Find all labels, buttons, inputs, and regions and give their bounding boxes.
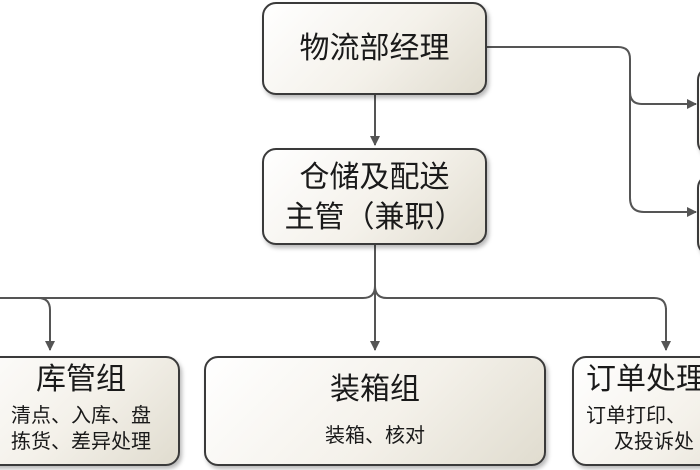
branch-bar	[0, 285, 667, 311]
node-duty-line1: 清点、入库、盘	[11, 403, 151, 427]
node-title-line1: 仓储及配送	[299, 160, 450, 195]
node-duty-line2: 及投诉处	[614, 429, 694, 453]
arrow-manager-to-right-bottom	[629, 92, 697, 217]
node-title: 订单处理	[586, 362, 700, 397]
node-duty-line1: 订单打印、	[586, 403, 686, 427]
arrow-to-warehouse	[37, 297, 55, 351]
node-packing-team: 装箱组 装箱、核对	[204, 356, 546, 466]
node-title-line2: 主管（兼职）	[284, 200, 465, 235]
node-warehouse-distribution-supervisor: 仓储及配送 主管（兼职）	[262, 148, 487, 245]
node-duty-line1: 装箱、核对	[325, 423, 425, 447]
node-warehouse-team: 库管组 清点、入库、盘 拣货、差异处理	[0, 356, 180, 466]
node-title: 物流部经理	[299, 31, 450, 66]
node-order-processing-team: 订单处理 订单打印、 及投诉处	[572, 356, 700, 466]
node-duty-line2: 拣货、差异处理	[11, 429, 151, 453]
node-title: 装箱组	[330, 372, 420, 407]
node-title: 库管组	[36, 362, 126, 397]
node-logistics-manager: 物流部经理	[262, 2, 487, 95]
arrow-manager-to-right-top	[487, 46, 697, 109]
